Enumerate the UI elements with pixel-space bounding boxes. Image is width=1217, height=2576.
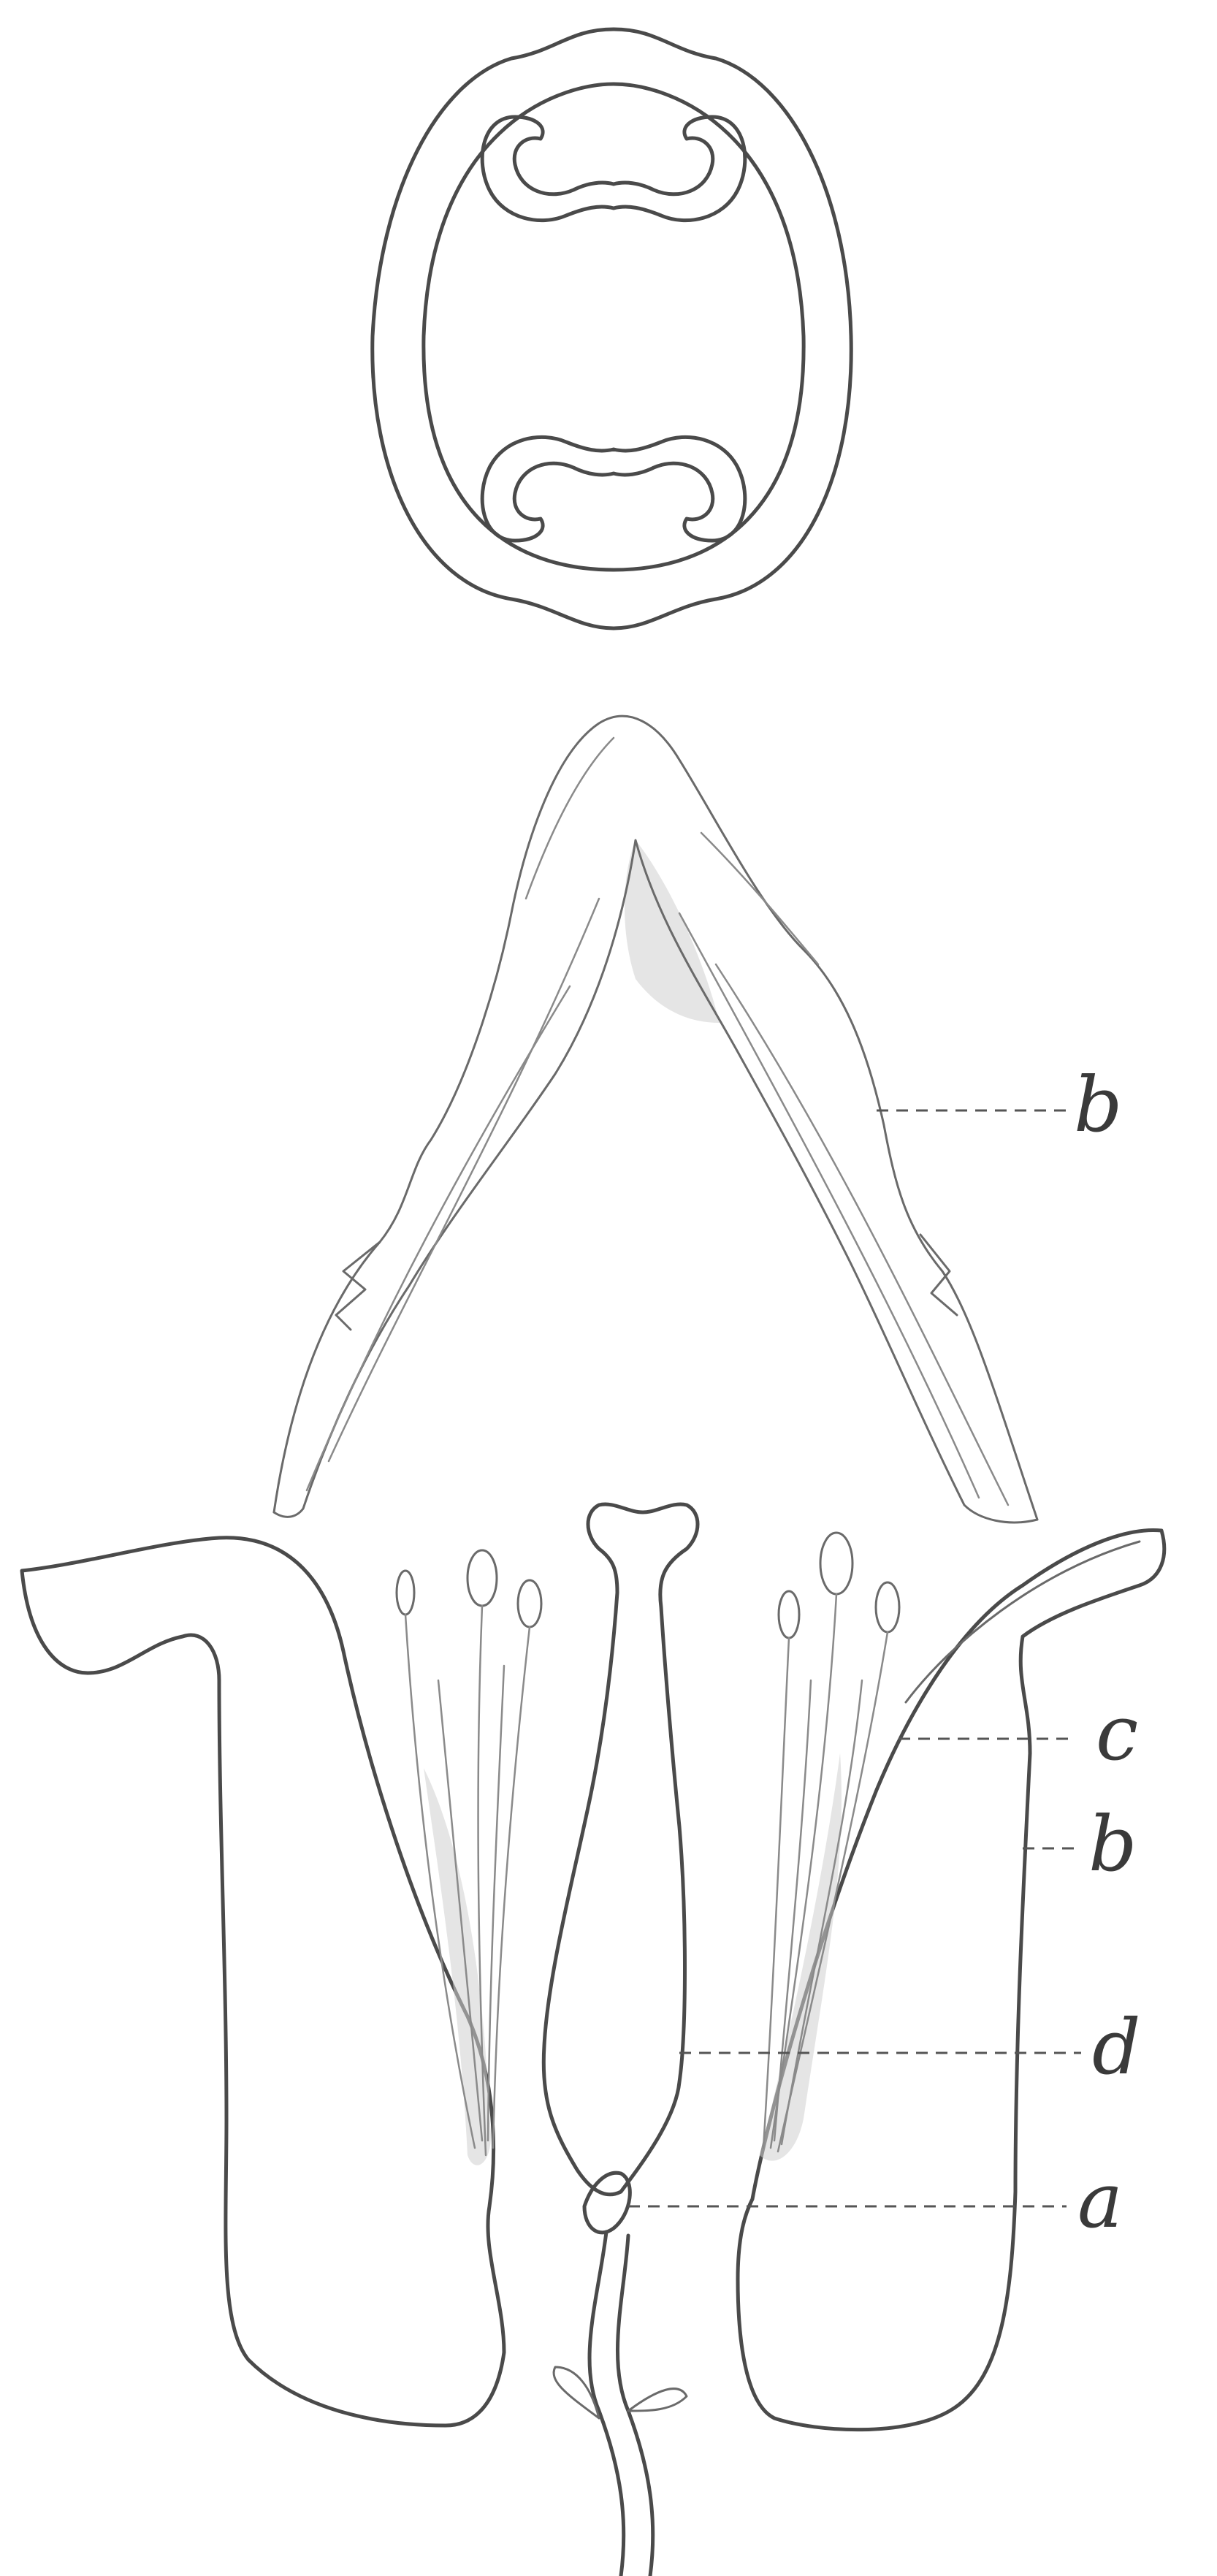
label-b-lower: b	[1088, 1799, 1137, 1889]
stamens-left	[397, 1550, 541, 2165]
label-a: a	[1077, 2156, 1123, 2245]
label-c: c	[1096, 1688, 1138, 1777]
flower-longitudinal-section	[22, 1504, 1164, 2576]
label-b-upper: b	[1074, 1060, 1123, 1149]
stamens-right	[760, 1533, 899, 2161]
ovary-cross-section	[373, 29, 851, 628]
label-d: d	[1092, 2003, 1141, 2092]
leader-lines	[628, 1110, 1081, 2206]
corolla-lobe-detached	[274, 716, 1037, 1523]
